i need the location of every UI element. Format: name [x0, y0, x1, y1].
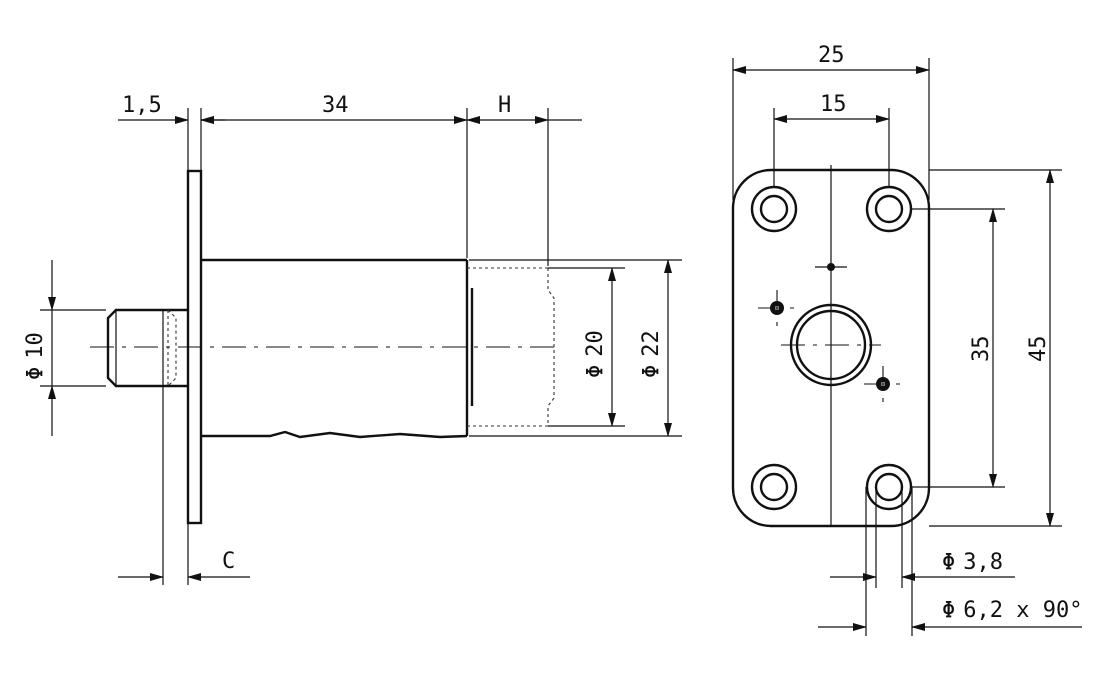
dim-hole-diameter: Φ 3,8 [830, 487, 1015, 588]
svg-text:Φ3,8: Φ 3,8 [942, 550, 1003, 575]
svg-text:Φ10: Φ 10 [23, 332, 48, 380]
mounting-hole-top-right [865, 185, 913, 233]
central-bore [781, 303, 881, 387]
svg-text:Φ20: Φ 20 [583, 330, 608, 378]
dim-flange-thickness-label: 1,5 [122, 93, 162, 118]
diameter-symbol: Φ [942, 598, 955, 623]
svg-text:Φ22: Φ 22 [639, 330, 664, 378]
front-view: 25 15 35 45 [731, 43, 1082, 636]
dowel-dot-top [815, 263, 847, 271]
dim-body-length: 34 [200, 93, 468, 258]
dim-pin-diameter-label: 10 [23, 332, 48, 359]
dim-height-label: 45 [1026, 336, 1051, 363]
dim-pin-stroke-label: H [498, 93, 511, 118]
dim-hole-spacing-x: 15 [773, 92, 890, 187]
dim-hole-spacing-x-label: 15 [820, 92, 847, 117]
dim-width-label: 25 [818, 43, 845, 68]
dim-body-diameter-inner: Φ 20 [548, 267, 625, 427]
dim-pin-diameter: Φ 10 [23, 260, 106, 436]
dim-height: 45 [929, 169, 1062, 527]
flange-plate [186, 169, 203, 525]
svg-text:Φ6,2 x 90°: Φ 6,2 x 90° [942, 598, 1082, 623]
dim-countersink-label: 6,2 x 90° [963, 598, 1082, 623]
pin-extended-hidden [467, 267, 555, 427]
diameter-symbol: Φ [23, 367, 48, 380]
diameter-symbol: Φ [639, 365, 664, 378]
dim-body-length-label: 34 [322, 93, 349, 118]
dowel-dot-right [864, 366, 904, 402]
dim-clearance-label: C [222, 549, 235, 574]
dim-flange-thickness: 1,5 [118, 93, 225, 171]
dowel-dot-left [758, 290, 796, 326]
mounting-hole-bottom-right [865, 463, 913, 511]
mounting-hole-top-left [750, 185, 798, 233]
dim-clearance: C [118, 310, 250, 585]
dim-pin-stroke: H [466, 93, 582, 266]
side-view: 1,5 34 H Φ 10 [23, 93, 682, 585]
mounting-hole-bottom-left [750, 463, 798, 511]
dim-width: 25 [732, 43, 930, 200]
diameter-symbol: Φ [942, 550, 955, 575]
dim-countersink: Φ 6,2 x 90° [818, 487, 1082, 636]
diameter-symbol: Φ [583, 365, 608, 378]
pin [106, 308, 188, 388]
dim-hole-spacing-y: 35 [911, 208, 1005, 488]
body-cylinder [201, 258, 474, 439]
dim-hole-spacing-y-label: 35 [969, 336, 994, 363]
dim-body-diameter-outer: Φ 22 [469, 259, 682, 437]
dim-body-diameter-inner-label: 20 [583, 330, 608, 357]
dim-body-diameter-outer-label: 22 [639, 330, 664, 357]
dim-hole-diameter-label: 3,8 [963, 550, 1003, 575]
